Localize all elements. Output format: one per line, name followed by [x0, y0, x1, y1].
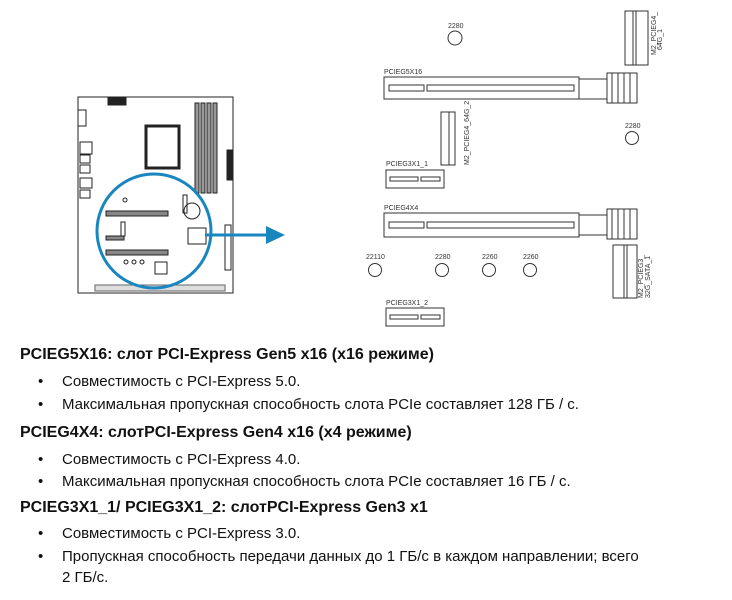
pcieg4x4-slot: [383, 208, 638, 240]
label-standoff-4: 2260: [523, 254, 539, 261]
label-standoff-3: 2260: [482, 254, 498, 261]
label-m2-3b: 32G_SATA_1: [645, 256, 652, 298]
label-standoff-right: 2280: [625, 123, 641, 130]
standoff-2260-b: [523, 263, 537, 277]
standoff-22110: [368, 263, 382, 277]
motherboard-illustration: [77, 96, 234, 294]
highlight-circle: [95, 172, 213, 290]
pcieg5x16-slot: [383, 72, 638, 104]
label-standoff-2: 2280: [435, 254, 451, 261]
label-pcieg3x1-1: PCIEG3X1_1: [386, 161, 428, 168]
label-standoff-1: 22110: [366, 254, 385, 261]
heading-pcieg3x1: PCIEG3X1_1/ PCIEG3X1_2: слотPCI-Express …: [20, 499, 428, 516]
pcieg3x1-1-slot: [385, 169, 445, 189]
label-standoff-top: 2280: [448, 23, 464, 30]
pcie-layout-diagram: PCIEG5X16 PCIEG4X4 PCIEG3X1_1 PCIEG3X1_2…: [77, 10, 664, 327]
label-pcieg5x16: PCIEG5X16: [384, 69, 422, 76]
label-pcieg3x1-2: PCIEG3X1_2: [386, 300, 428, 307]
label-m2-1a: M2_PCIEG4_: [651, 12, 658, 55]
label-pcieg4x4: PCIEG4X4: [384, 205, 418, 212]
heading-pcieg4x4: PCIEG4X4: слотPCI-Express Gen4 x16 (x4 р…: [20, 424, 412, 441]
label-m2-1b: 64G_1: [657, 29, 664, 50]
standoff-2280: [435, 263, 449, 277]
standoff-2280-right: [625, 131, 639, 145]
label-m2-3a: M2_PCIEG3_: [638, 255, 645, 298]
heading-pcieg5x16: PCIEG5X16: слот PCI-Express Gen5 x16 (x1…: [20, 346, 434, 363]
m2-slot-2: [440, 111, 456, 166]
standoff-2260-a: [482, 263, 496, 277]
arrow-icon: [205, 226, 285, 244]
m2-slot-3: [612, 244, 638, 299]
m2-slot-1: [624, 10, 649, 66]
standoff-2280-top: [447, 30, 463, 46]
label-m2-2: M2_PCIEG4_64G_2: [464, 101, 471, 165]
pcieg3x1-2-slot: [385, 307, 445, 327]
